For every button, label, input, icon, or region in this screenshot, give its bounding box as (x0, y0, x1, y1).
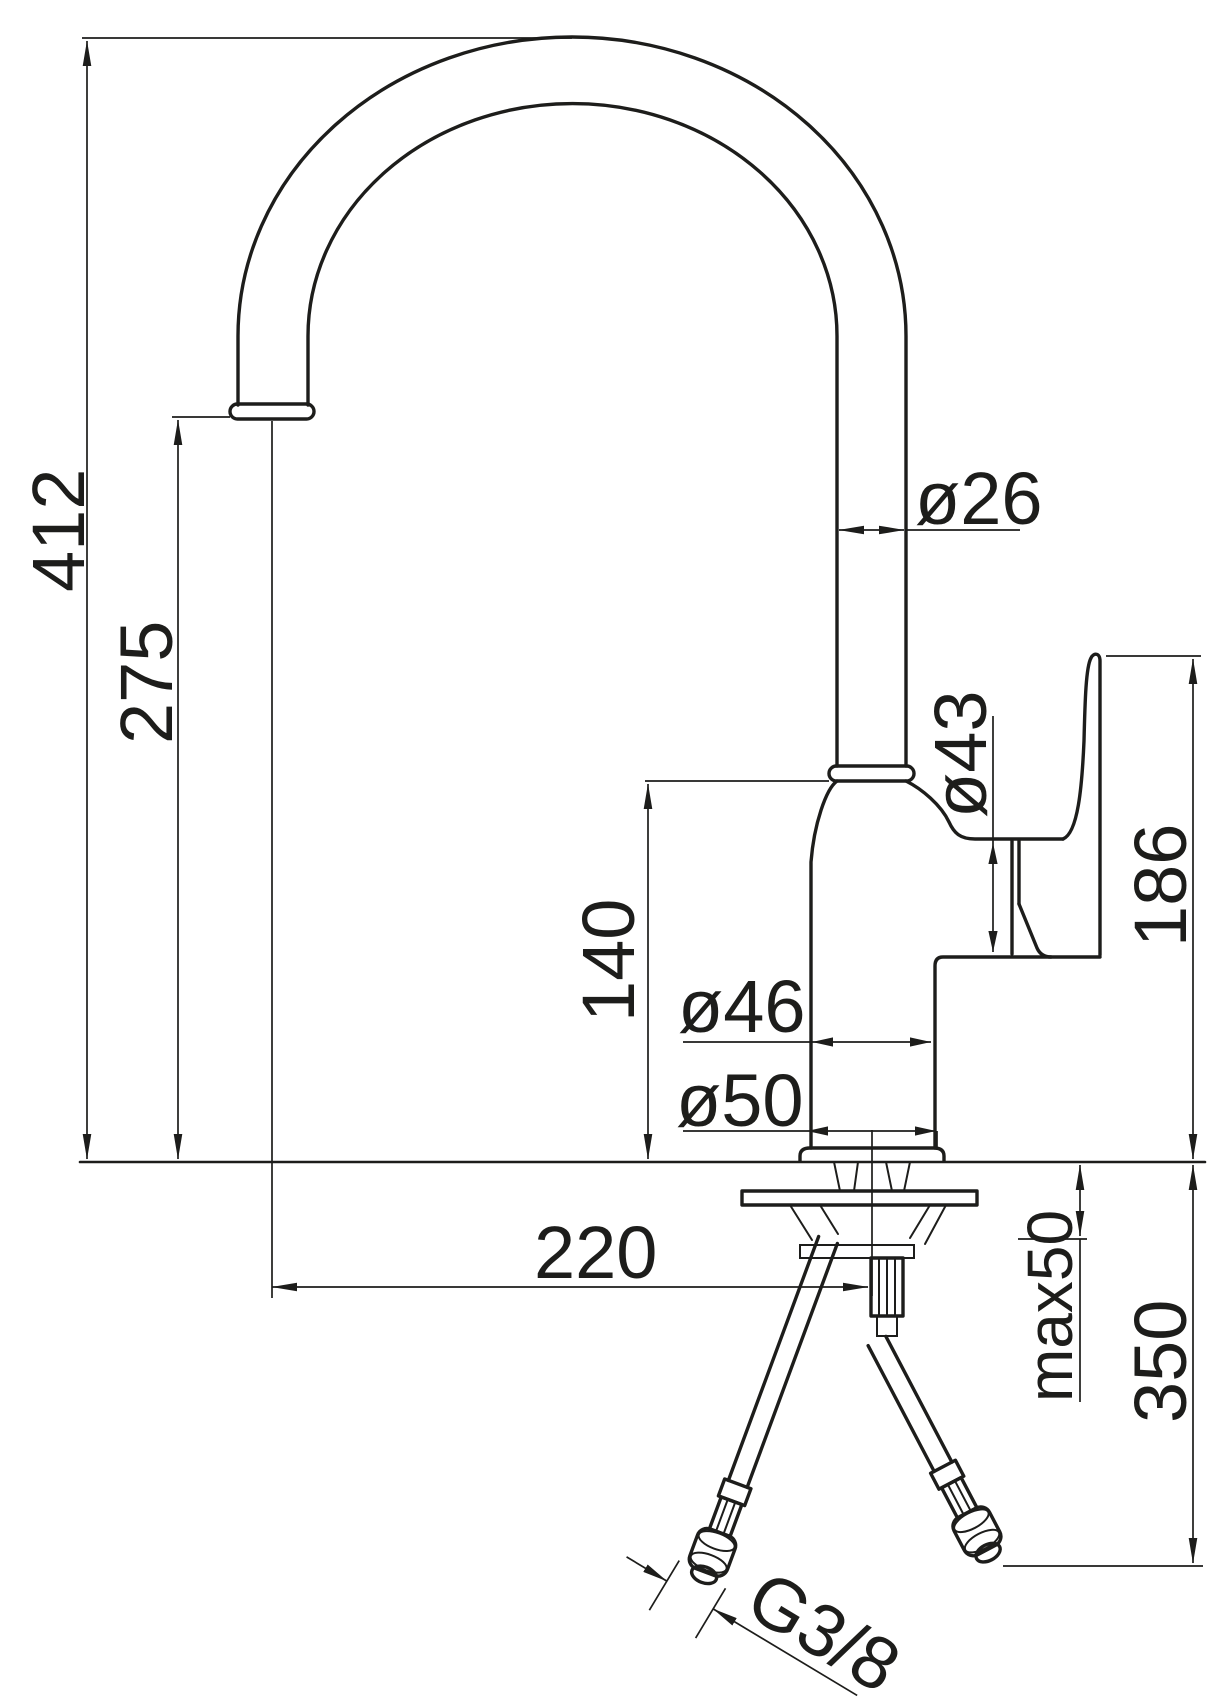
label-spout-height: 275 (105, 621, 188, 744)
label-spout-dia: ø26 (915, 457, 1043, 540)
handle-lever (1061, 652, 1102, 957)
dimension-lines (82, 37, 1203, 1697)
label-hose-drop: 350 (1119, 1300, 1202, 1423)
body-outline (798, 779, 1102, 1163)
label-total-height: 412 (17, 469, 100, 592)
label-deck-thickness: max50 (1014, 1210, 1086, 1402)
mounting-nut (799, 1244, 915, 1259)
label-body-height: 140 (567, 899, 650, 1022)
spout-collar (827, 764, 916, 783)
spout-end-cap (228, 402, 316, 421)
spout-outline (228, 35, 916, 783)
label-hose-thread: G3/8 (734, 1555, 914, 1701)
mounting-hardware (740, 1130, 979, 1337)
label-body-dia: ø46 (678, 965, 806, 1048)
label-base-dia: ø50 (676, 1059, 804, 1142)
dim-g38 (626, 1556, 858, 1697)
label-handle-height: 186 (1119, 824, 1202, 947)
label-spout-reach: 220 (534, 1211, 657, 1294)
mounting-washer-plate (740, 1189, 979, 1207)
hose-right (866, 1334, 1003, 1564)
label-cartridge-dia: ø43 (919, 690, 1002, 818)
dimension-labels: 412 275 ø26 ø43 140 ø46 ø50 186 max50 35… (17, 457, 1202, 1701)
